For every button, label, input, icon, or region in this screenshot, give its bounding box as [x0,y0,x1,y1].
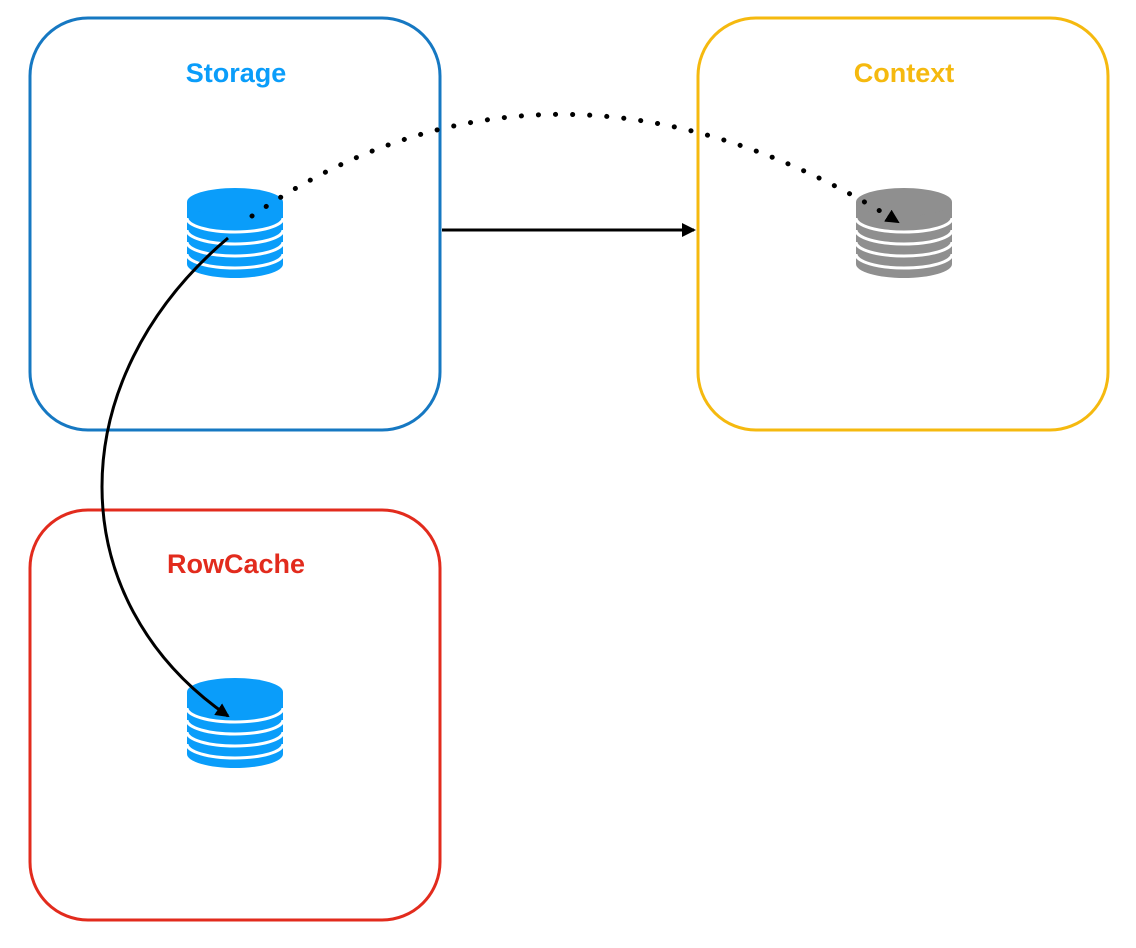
rowcache-box: RowCache [28,508,442,922]
rowcache-box-title: RowCache [167,549,305,579]
storage-box: Storage [28,16,442,432]
rowcache-box-border [28,508,442,922]
rowcache-database-icon [185,678,285,768]
storage-database-icon [185,188,285,278]
storage-db-to-rowcache-db-arrow [100,236,230,718]
context-box-border [696,16,1110,432]
storage-box-title: Storage [186,58,287,88]
context-database-icon [854,188,954,278]
context-box: Context [696,16,1110,432]
context-box-title: Context [854,58,955,88]
storage-db-to-context-db-dotted-arrow [249,111,901,225]
storage-box-border [28,16,442,432]
